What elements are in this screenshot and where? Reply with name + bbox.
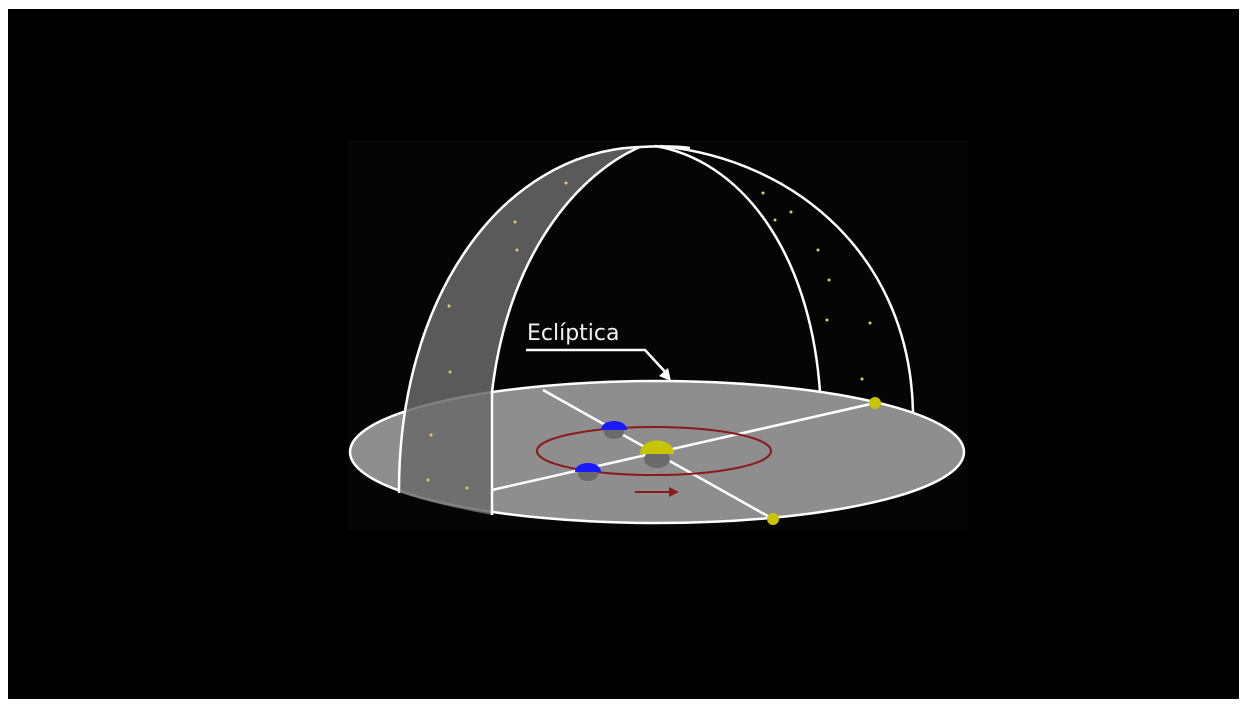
node-point-bottom	[767, 513, 779, 525]
direction-arrow-icon	[635, 487, 679, 497]
planet-icon	[575, 463, 601, 481]
dome-band-left	[399, 147, 640, 515]
orbit-path	[536, 426, 772, 476]
star-dots	[426, 181, 872, 490]
dome-inner-left-arc	[490, 145, 641, 515]
node-point-right	[869, 397, 881, 409]
dome-outer-left-arc	[397, 145, 641, 494]
ecliptic-pointer	[526, 348, 671, 381]
nodal-line	[491, 401, 876, 492]
ecliptic-label: Eclíptica	[527, 321, 620, 346]
planet-icon	[601, 421, 627, 439]
dome-outer-right-arc	[659, 144, 915, 413]
dome-inner-right-arc	[654, 144, 822, 393]
sun-icon	[640, 440, 674, 468]
